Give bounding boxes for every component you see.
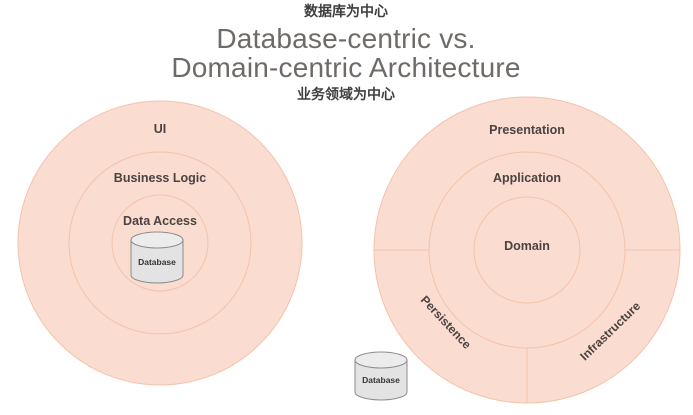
left-database-label: Database bbox=[138, 257, 176, 267]
header-group: 数据库为中心 Database-centric vs. Domain-centr… bbox=[171, 3, 520, 103]
left-ring-label-ui: UI bbox=[154, 122, 167, 136]
left-database-cylinder-icon: Database bbox=[130, 231, 184, 284]
right-ring-inner-domain bbox=[473, 196, 581, 304]
left-diagram-database-centric: UI Business Logic Data Access Database bbox=[17, 100, 303, 386]
right-diagram-domain-centric: Presentation Application Domain Persiste… bbox=[373, 96, 681, 404]
left-ring-label-business-logic: Business Logic bbox=[114, 171, 206, 185]
right-ring-label-presentation: Presentation bbox=[489, 123, 565, 137]
right-ring-label-domain: Domain bbox=[504, 239, 550, 253]
title-line-2: Domain-centric Architecture bbox=[171, 52, 520, 83]
bottom-database-label: Database bbox=[362, 375, 400, 385]
title-line-1: Database-centric vs. bbox=[216, 23, 475, 54]
left-ring-label-data-access: Data Access bbox=[123, 214, 197, 228]
subtitle-bottom-chinese: 业务领域为中心 bbox=[297, 86, 395, 103]
bottom-database-cylinder-icon: Database bbox=[354, 351, 408, 401]
right-ring-label-application: Application bbox=[493, 171, 561, 185]
subtitle-top-chinese: 数据库为中心 bbox=[304, 3, 388, 20]
